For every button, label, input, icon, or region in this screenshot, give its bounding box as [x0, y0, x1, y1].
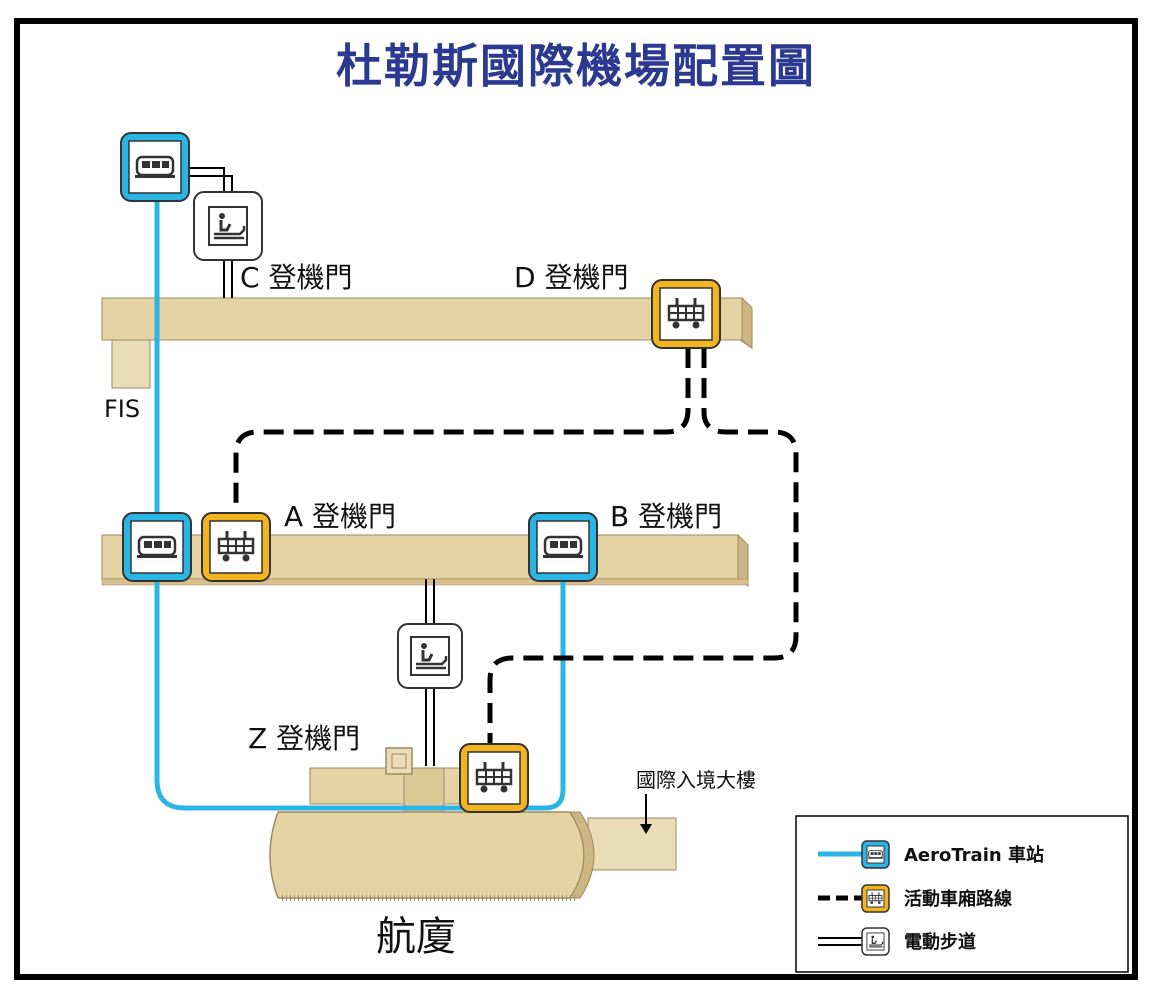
mobile-lounge-station-d[interactable] [651, 279, 721, 349]
label-concourse-z: Z 登機門 [248, 722, 360, 755]
legend-aerotrain-label: AeroTrain 車站 [904, 844, 1044, 866]
arrow-down-icon [640, 794, 652, 834]
legend-mobile-lounge: 活動車廂路線 [818, 884, 1012, 913]
legend-walkway: 電動步道 [818, 927, 976, 956]
legend-walkway-label: 電動步道 [904, 931, 976, 953]
walkway-station-ab [397, 623, 463, 689]
label-concourse-d: D 登機門 [514, 261, 628, 294]
label-concourse-a: A 登機門 [284, 500, 396, 533]
mobile-lounge-route [233, 348, 799, 744]
walkway-station-c [193, 191, 263, 261]
aerotrain-route [154, 200, 566, 811]
label-concourse-c: C 登機門 [240, 261, 352, 294]
legend-mobile-lounge-label: 活動車廂路線 [904, 888, 1012, 910]
aerotrain-station-b[interactable] [528, 512, 598, 582]
label-fis: FIS [104, 395, 140, 423]
moving-walkway-icon [866, 932, 885, 951]
legend-aerotrain: AeroTrain 車站 [818, 840, 1044, 869]
label-intl-arrivals: 國際入境大樓 [636, 768, 756, 792]
map-title: 杜勒斯國際機場配置圖 [336, 39, 816, 93]
label-concourse-b: B 登機門 [610, 500, 722, 533]
intl-arrivals-building [587, 817, 677, 871]
concourse-ab-building [101, 533, 749, 587]
aerotrain-station-a[interactable] [122, 512, 192, 582]
aerotrain-station-c[interactable] [120, 132, 190, 202]
main-terminal-building [269, 811, 595, 901]
mobile-lounge-station-terminal[interactable] [459, 743, 529, 813]
label-main-terminal: 航廈 [376, 914, 456, 960]
mobile-lounge-station-a[interactable] [201, 512, 271, 582]
legend: AeroTrain 車站 活動車廂路線 電動步道 [795, 815, 1129, 973]
concourse-cd-building [101, 296, 753, 389]
